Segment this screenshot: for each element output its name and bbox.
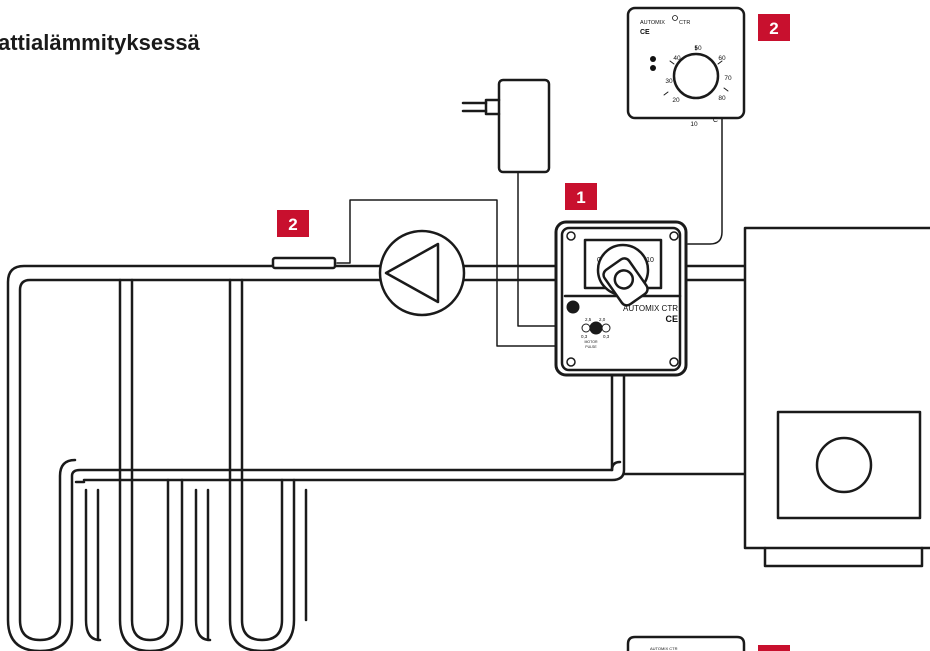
caption-pulse: PULSE (585, 345, 597, 349)
badge-thermostat: 2 (758, 14, 790, 41)
pulse-value-4: 0,3 (603, 334, 610, 339)
floor-heating-loops (6, 264, 747, 651)
boiler (743, 226, 930, 568)
scale-20: 20 (672, 97, 680, 104)
indicator-led-2 (650, 65, 656, 71)
bottom-thermostat (626, 635, 746, 651)
circulation-pump (378, 229, 466, 317)
thermostat-brand: AUTOMIX (640, 20, 665, 26)
room-thermostat (626, 6, 746, 120)
scale-40: 40 (673, 55, 681, 62)
caption-motor: MOTOR (585, 340, 598, 344)
dial-min-label: 0 (597, 257, 601, 264)
actuator-brand: AUTOMIX CTR (623, 304, 678, 313)
dial-max-label: 10 (646, 257, 654, 264)
scale-10: 10 (690, 121, 698, 128)
scale-30: 30 (665, 78, 673, 85)
unit-label: °C (710, 116, 718, 124)
scale-50: 50 (694, 45, 702, 52)
mixing-actuator (554, 220, 688, 377)
badge-bottom (758, 645, 790, 651)
svg-text:2: 2 (288, 215, 297, 234)
control-wires (336, 117, 723, 347)
badge-mixer: 1 (565, 183, 597, 210)
svg-text:1: 1 (576, 188, 585, 207)
indicator-led-1 (650, 56, 656, 62)
scale-70: 70 (724, 75, 732, 82)
page-title: attialämmityksessä (0, 30, 200, 55)
badge-sensor: 2 (277, 210, 309, 237)
pulse-value-2: 2,0 (599, 317, 606, 322)
pulse-value-1: 2,5 (585, 317, 592, 322)
thermostat-logo-icon (672, 15, 678, 21)
svg-text:2: 2 (769, 19, 778, 38)
thermostat-ce-mark: CE (640, 29, 650, 36)
bottom-unit-brand: AUTOMIX CTR (650, 646, 678, 651)
pulse-value-3: 0,3 (581, 334, 588, 339)
actuator-ce-mark: CE (665, 314, 678, 324)
scale-80: 80 (718, 95, 726, 102)
pipe-sensor (271, 256, 337, 270)
scale-60: 60 (718, 55, 726, 62)
power-adapter (461, 78, 551, 174)
thermostat-brand-suffix: CTR (679, 20, 690, 26)
